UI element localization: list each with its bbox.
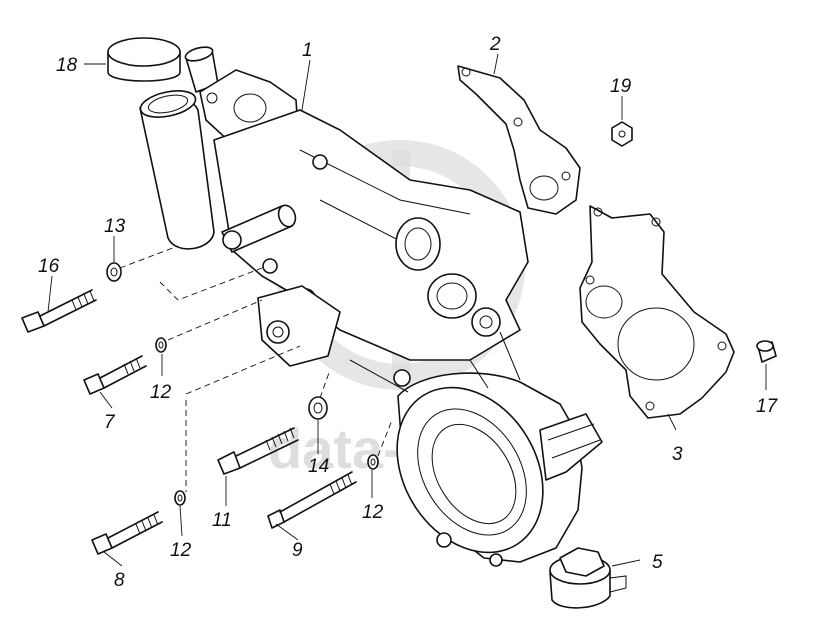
callout-2: 2 <box>489 34 501 55</box>
water-pump-housing-icon <box>139 46 603 567</box>
callout-3: 3 <box>672 444 683 465</box>
callout-7: 7 <box>104 412 116 433</box>
callout-labels: 18 1 2 19 13 16 12 7 3 17 14 11 12 9 12 … <box>38 34 779 591</box>
gasket-icon <box>579 205 735 419</box>
plug-icon <box>756 340 777 363</box>
callout-9: 9 <box>292 540 303 561</box>
gasket-icon <box>457 65 581 215</box>
callout-16: 16 <box>38 256 60 277</box>
callout-13: 13 <box>104 216 126 237</box>
callout-19: 19 <box>610 76 632 97</box>
callout-12b: 12 <box>362 502 384 523</box>
callout-8: 8 <box>114 570 125 591</box>
washer-icon <box>106 262 379 506</box>
nut-icon <box>611 121 633 147</box>
callout-18: 18 <box>56 55 78 76</box>
assembly-lines <box>119 245 393 492</box>
bolt-icon <box>21 289 357 555</box>
leader-lines <box>47 53 767 567</box>
callout-14: 14 <box>308 456 329 477</box>
cap-icon <box>107 37 181 82</box>
callout-5: 5 <box>652 552 663 573</box>
callout-11: 11 <box>212 510 232 531</box>
nut-icon <box>549 547 627 609</box>
callout-1: 1 <box>302 40 313 61</box>
callout-12c: 12 <box>170 540 192 561</box>
callout-12a: 12 <box>150 382 172 403</box>
callout-17: 17 <box>756 396 779 417</box>
